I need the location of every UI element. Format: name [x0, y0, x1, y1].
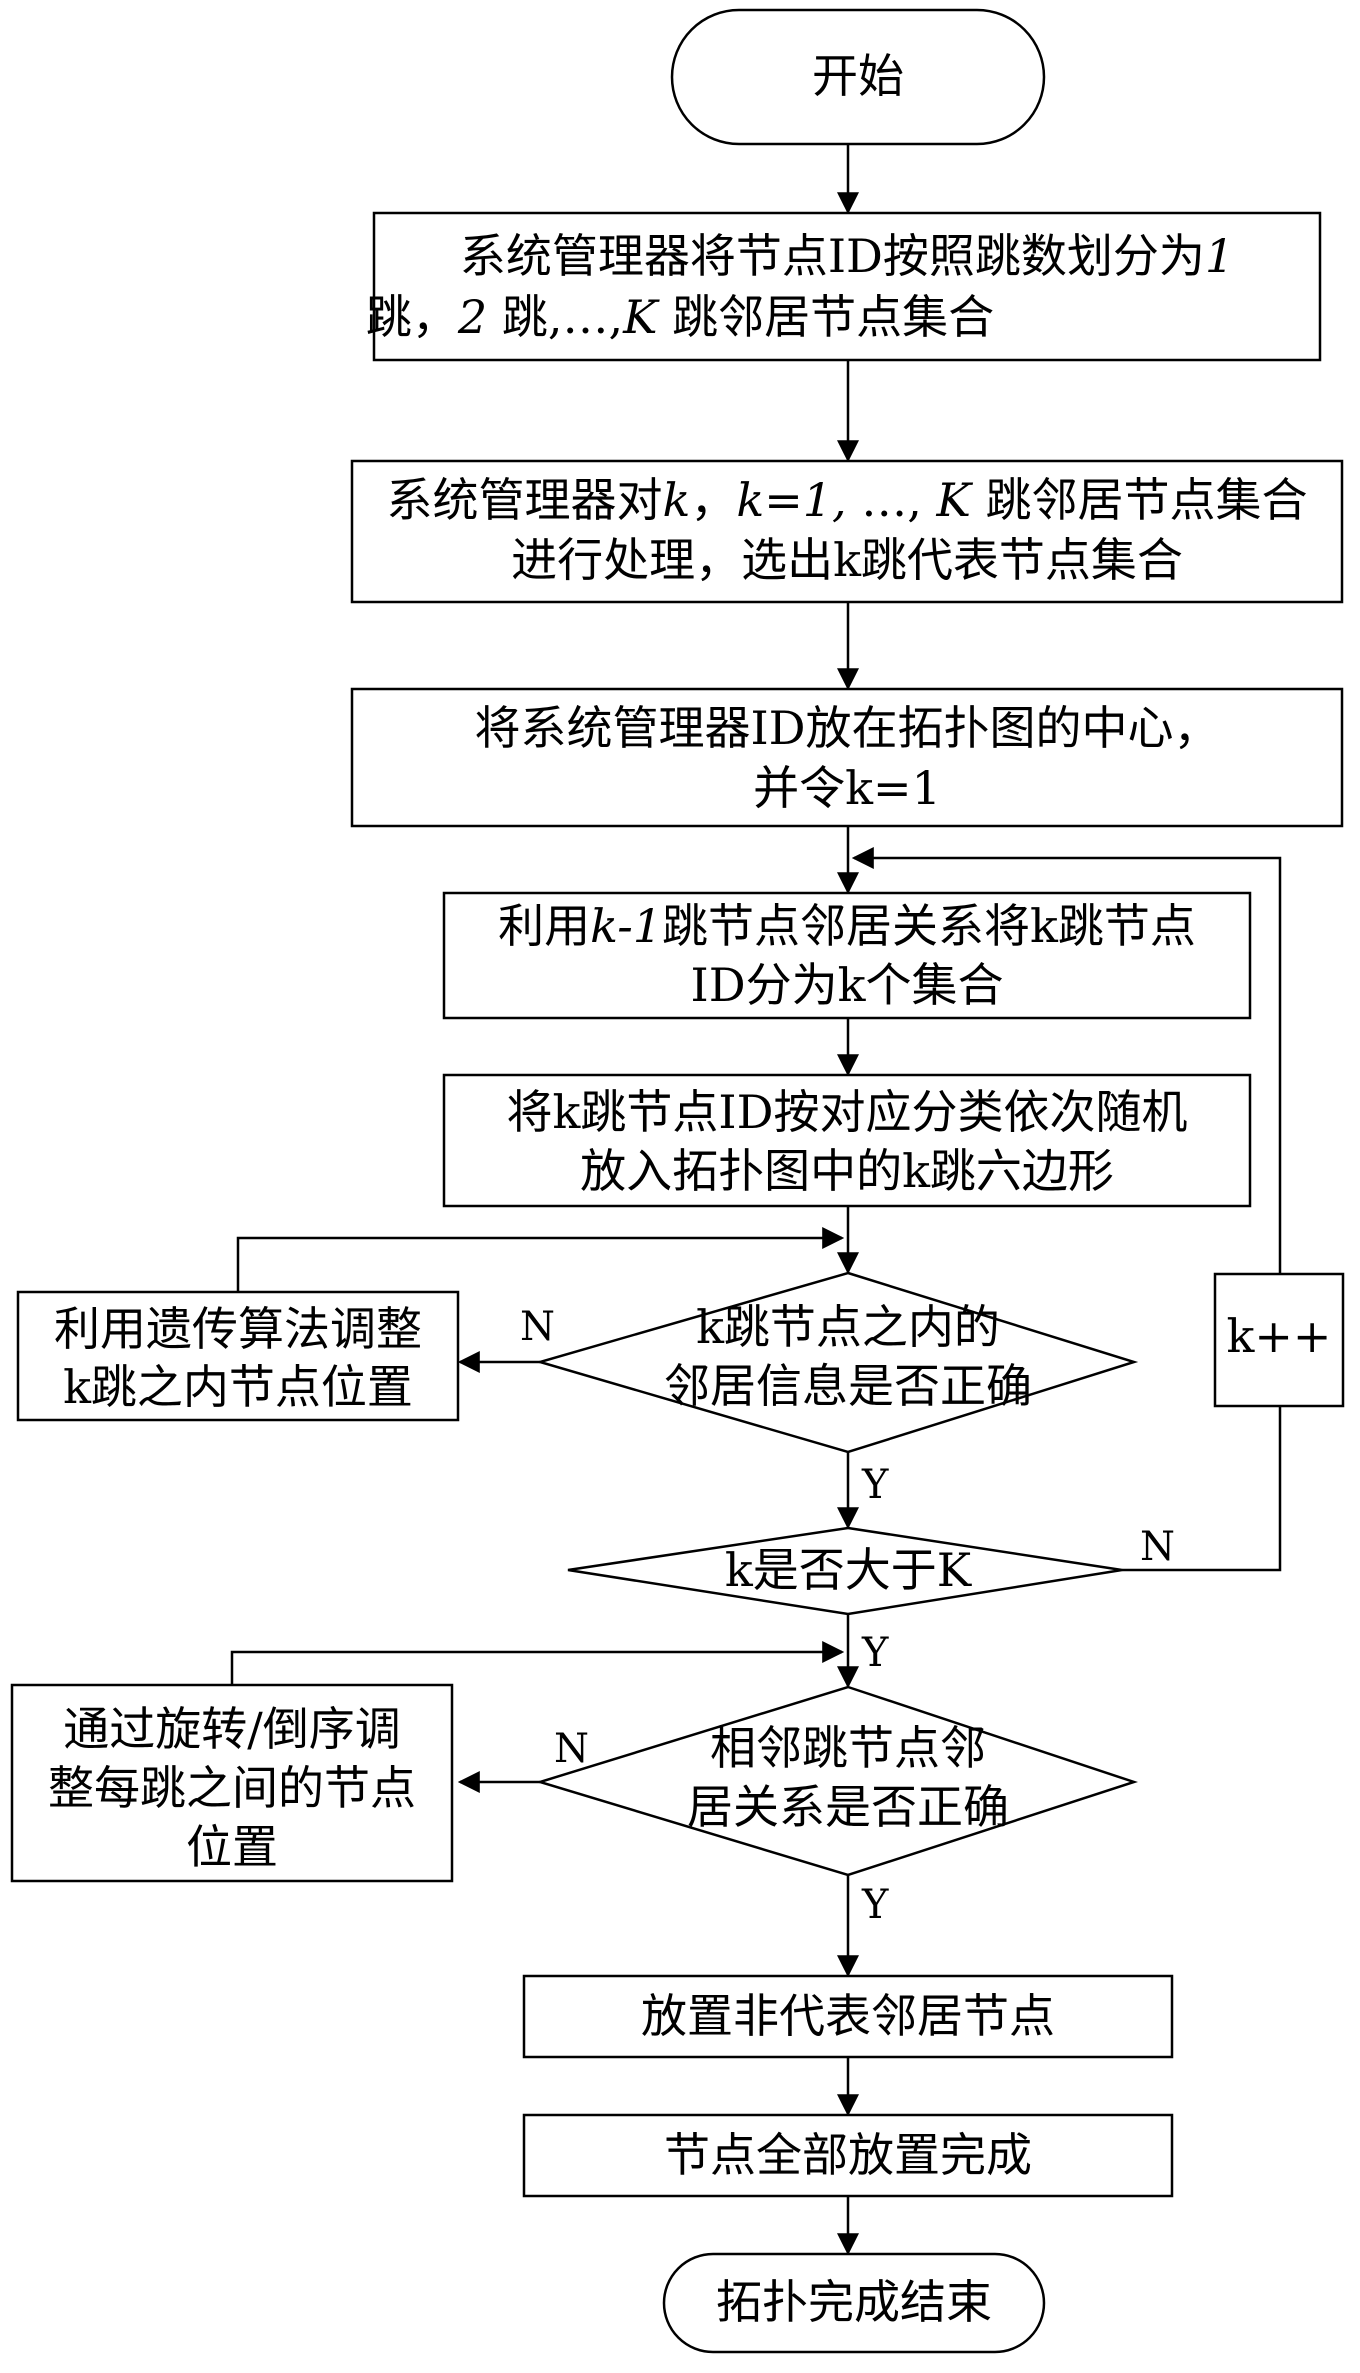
adjust1-line2: k跳之内节点位置 — [63, 1360, 413, 1414]
decision3-diamond: 相邻跳节点邻 居关系是否正确 — [540, 1687, 1134, 1875]
step4-line2: ID分为k个集合 — [691, 958, 1004, 1012]
decision2-diamond: k是否大于K — [568, 1528, 1122, 1614]
step2-line2: 进行处理，选出k跳代表节点集合 — [511, 533, 1183, 587]
adjust2-box: 通过旋转/倒序调 整每跳之间的节点 位置 — [12, 1685, 452, 1881]
label-yes-decision3: Y — [861, 1882, 889, 1928]
decision1-line1: k跳节点之内的 — [696, 1300, 1000, 1354]
start-node: 开始 — [672, 10, 1044, 144]
step2-box: 系统管理器对k，k=1, …, K 跳邻居节点集合 进行处理，选出k跳代表节点集… — [352, 461, 1342, 602]
step4-box: 利用k-1跳节点邻居关系将k跳节点 ID分为k个集合 — [444, 893, 1250, 1018]
adjust2-line2: 整每跳之间的节点 — [48, 1761, 416, 1815]
decision2-label: k是否大于K — [725, 1543, 973, 1597]
label-no-decision2: N — [1140, 1524, 1175, 1570]
adjust2-line1: 通过旋转/倒序调 — [63, 1702, 401, 1756]
edge-adjust1-back — [238, 1238, 842, 1292]
step4-line1: 利用k-1跳节点邻居关系将k跳节点 — [498, 899, 1196, 953]
increment-label: k++ — [1227, 1309, 1332, 1363]
step6-box: 放置非代表邻居节点 — [524, 1976, 1172, 2057]
step5-box: 将k跳节点ID按对应分类依次随机 放入拓扑图中的k跳六边形 — [444, 1075, 1250, 1206]
step6-label: 放置非代表邻居节点 — [641, 1989, 1055, 2043]
step3-line1: 将系统管理器ID放在拓扑图的中心， — [474, 701, 1219, 755]
adjust1-line1: 利用遗传算法调整 — [54, 1302, 422, 1356]
end-node: 拓扑完成结束 — [664, 2254, 1044, 2352]
adjust1-box: 利用遗传算法调整 k跳之内节点位置 — [18, 1292, 458, 1420]
decision3-line1: 相邻跳节点邻 — [710, 1721, 986, 1775]
step1-box: 系统管理器将节点ID按照跳数划分为1 跳，2 跳,…,K 跳邻居节点集合 — [366, 213, 1320, 360]
step1-line2: 跳，2 跳,…,K 跳邻居节点集合 — [366, 290, 994, 344]
adjust2-line3: 位置 — [186, 1820, 278, 1874]
step7-box: 节点全部放置完成 — [524, 2115, 1172, 2196]
step3-line2: 并令k=1 — [753, 761, 941, 815]
decision3-line2: 居关系是否正确 — [687, 1780, 1009, 1834]
step3-box: 将系统管理器ID放在拓扑图的中心， 并令k=1 — [352, 689, 1342, 826]
step5-line2: 放入拓扑图中的k跳六边形 — [580, 1144, 1114, 1198]
end-label: 拓扑完成结束 — [716, 2275, 992, 2329]
step2-line1: 系统管理器对k，k=1, …, K 跳邻居节点集合 — [386, 473, 1307, 527]
step7-label: 节点全部放置完成 — [664, 2128, 1032, 2182]
step1-line1: 系统管理器将节点ID按照跳数划分为1 — [460, 229, 1234, 283]
label-no-decision1: N — [520, 1304, 555, 1350]
decision1-diamond: k跳节点之内的 邻居信息是否正确 — [540, 1273, 1134, 1452]
label-yes-decision1: Y — [861, 1462, 889, 1508]
edge-adjust2-back — [232, 1652, 842, 1684]
step5-line1: 将k跳节点ID按对应分类依次随机 — [507, 1085, 1188, 1139]
decision1-line2: 邻居信息是否正确 — [664, 1359, 1032, 1413]
label-no-decision3: N — [554, 1726, 589, 1772]
start-label: 开始 — [812, 49, 904, 103]
label-yes-decision2: Y — [861, 1630, 889, 1676]
